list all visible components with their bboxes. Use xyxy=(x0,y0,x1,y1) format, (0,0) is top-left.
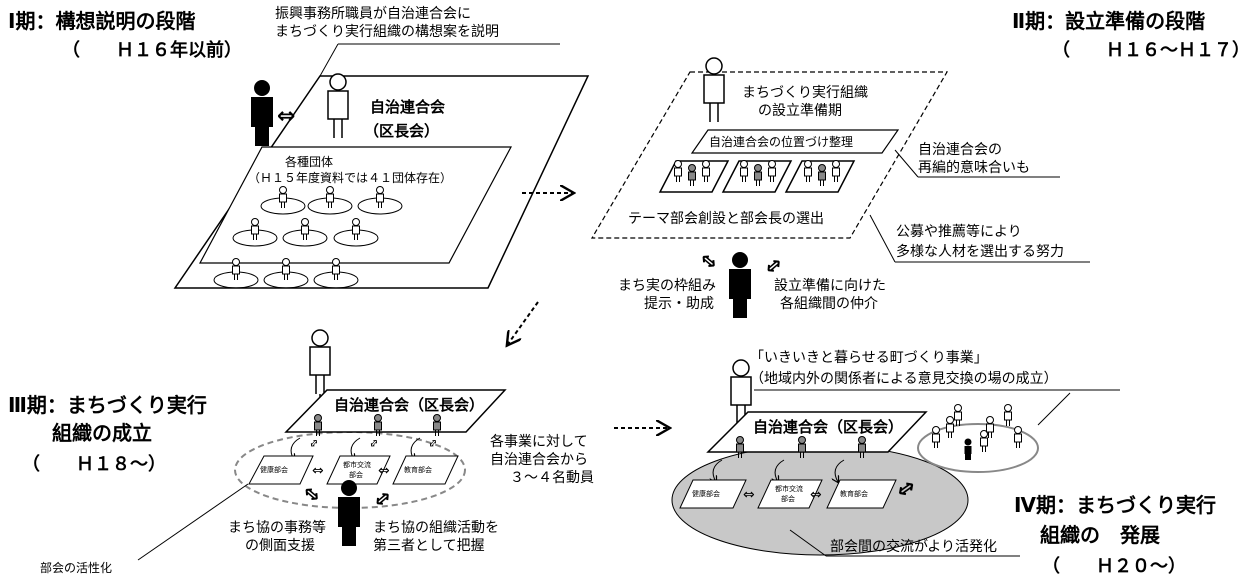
phase2-right-line2: 各組織間の仲介 xyxy=(780,296,878,312)
phase3-support-line1: まち協の事務等 xyxy=(228,519,326,536)
phase3-mobilize-line3: ３～４名動員 xyxy=(510,470,594,486)
phase1-note-line2: まちづくり実行組織の構想案を説明 xyxy=(275,23,499,40)
phase3-leader-figure xyxy=(309,329,331,395)
phase2-intermediary-figure xyxy=(729,252,751,318)
phase3-grasp-line2: 第三者として把握 xyxy=(373,537,485,554)
phase1-title: Ⅰ期：構想説明の段階 xyxy=(8,9,195,33)
phase2-left-arrow: ⇔ xyxy=(695,246,723,275)
svg-text:⇔: ⇔ xyxy=(306,436,322,451)
phase4-council-label: 自治連合会（区長会） xyxy=(753,418,903,436)
phase2-reorg-line2: 再編的意味合いも xyxy=(918,159,1030,176)
phase2-recruit-line1: 公募や推薦等により xyxy=(896,223,1022,240)
phase4-section: Ⅳ期：まちづくり実行 組織の 発展 （ Ｈ２０～） 「いきいきと暮らせる町づくり… xyxy=(671,350,1216,576)
phase4-dept-urban-2: 部会 xyxy=(781,494,795,503)
phase3-title-line2: 組織の成立 xyxy=(52,421,152,445)
phase1-group-members xyxy=(213,186,403,289)
phase2-position-label: 自治連合会の位置づけ整理 xyxy=(709,134,853,149)
phase3-council-plane xyxy=(284,389,507,433)
phase3-period: （ Ｈ１８～） xyxy=(22,454,166,475)
phase4-exchange-ellipse xyxy=(917,423,1039,473)
phase2-left-line2: 提示・助成 xyxy=(644,296,714,312)
phase3-support-figure xyxy=(338,480,360,546)
phase1-groups-title: 各種団体 xyxy=(285,154,333,169)
svg-text:⇔: ⇔ xyxy=(743,487,755,503)
svg-text:⇔: ⇔ xyxy=(810,487,822,503)
phase3-section: Ⅲ期：まちづくり実行 組織の成立 （ Ｈ１８～） 自治連合会（区長会） ⇔ ⇔ … xyxy=(8,329,594,575)
phase4-dept-urban-1: 都市交流 xyxy=(775,484,803,493)
phase3-support-line2: の側面支援 xyxy=(245,538,315,554)
phase4-council-plane xyxy=(706,411,928,453)
svg-text:⇔: ⇔ xyxy=(312,463,324,479)
phase3-dept-urban-1: 都市交流 xyxy=(343,460,371,469)
phase2-reorg-line1: 自治連合会の xyxy=(918,142,1002,158)
phase4-exchange-members xyxy=(932,404,1022,460)
phase1-double-arrow: ⇔ xyxy=(277,104,295,129)
phase4-title-line2: 組織の 発展 xyxy=(1040,523,1160,547)
phase2-prep-line2: の設立準備期 xyxy=(758,103,842,119)
phase2-right-line1: 設立準備に向けた xyxy=(774,278,886,294)
svg-text:⇔: ⇔ xyxy=(378,463,390,479)
phase-transition-arrows xyxy=(508,193,668,428)
phase3-mobilize-line2: 自治連合会から xyxy=(490,452,588,468)
phase2-left-line1: まち実の枠組み xyxy=(618,278,716,294)
phase3-title-line1: Ⅲ期：まちづくり実行 xyxy=(8,393,207,417)
phase4-period: （ Ｈ２０～） xyxy=(1042,556,1186,576)
phase2-dashed-plane xyxy=(590,71,949,239)
phase2-title: Ⅱ期：設立準備の段階 xyxy=(1012,9,1205,33)
phase2-section: Ⅱ期：設立準備の段階 （ Ｈ１６～Ｈ１７） まちづくり実行組織 の設立準備期 自… xyxy=(590,9,1250,318)
phase4-departments: 健康部会 都市交流 部会 教育部会 ⇔ ⇔ xyxy=(679,479,897,509)
phase4-dept-health: 健康部会 xyxy=(692,489,720,498)
phase3-dept-edu: 教育部会 xyxy=(404,465,432,474)
phase3-right-arrow: ⇔ xyxy=(368,484,396,513)
phase3-grasp-line1: まち協の組織活動を xyxy=(373,520,499,536)
phase1-note-line1: 振興事務所職員が自治連合会に xyxy=(275,6,471,22)
phase1-council-line2: （区長会） xyxy=(364,122,439,140)
phase4-dept-edu: 教育部会 xyxy=(840,489,868,498)
phase3-mobilize-line1: 各事業に対して xyxy=(490,434,588,450)
phase4-project-line1: 「いきいきと暮らせる町づくり事業」 xyxy=(750,350,988,366)
phase3-activation-label: 部会の活性化 xyxy=(40,560,112,575)
phase4-exchange-label: 部会間の交流がより活発化 xyxy=(830,538,997,555)
phase2-recruit-line2: 多様な人材を選出する努力 xyxy=(896,243,1064,260)
phase2-prep-line1: まちづくり実行組織 xyxy=(742,85,868,101)
svg-text:⇔: ⇔ xyxy=(366,436,382,451)
phase3-council-label: 自治連合会（区長会） xyxy=(334,396,484,414)
phase1-groups-plane xyxy=(198,146,513,264)
phase2-period: （ Ｈ１６～Ｈ１７） xyxy=(1052,40,1250,61)
phase2-committee-label: テーマ部会創設と部会長の選出 xyxy=(628,211,824,227)
phase1-council-line1: 自治連合会 xyxy=(370,98,445,116)
phase3-dept-urban-2: 部会 xyxy=(349,470,363,479)
phase4-project-line2: （地域内外の関係者による意見交換の場の成立） xyxy=(750,370,1058,387)
phase1-official-figure xyxy=(251,80,273,146)
phase1-section: Ⅰ期：構想説明の段階 （ Ｈ１６年以前） 振興事務所職員が自治連合会に まちづく… xyxy=(8,6,590,289)
phase3-dept-health: 健康部会 xyxy=(260,465,288,474)
phase4-title-line1: Ⅳ期：まちづくり実行 xyxy=(1014,493,1216,517)
phase3-departments: 健康部会 都市交流 部会 教育部会 ⇔ ⇔ xyxy=(248,455,459,485)
phase2-committee-groups xyxy=(658,160,856,193)
phase2-leader-figure xyxy=(703,57,725,123)
phase2-right-arrow: ⇔ xyxy=(759,251,787,280)
svg-text:⇔: ⇔ xyxy=(425,436,441,451)
phase1-period: （ Ｈ１６年以前） xyxy=(62,39,242,61)
phase1-groups-sub: （Ｈ１５年度資料では４１団体存在） xyxy=(248,170,452,185)
phase2-position-box xyxy=(690,129,900,154)
